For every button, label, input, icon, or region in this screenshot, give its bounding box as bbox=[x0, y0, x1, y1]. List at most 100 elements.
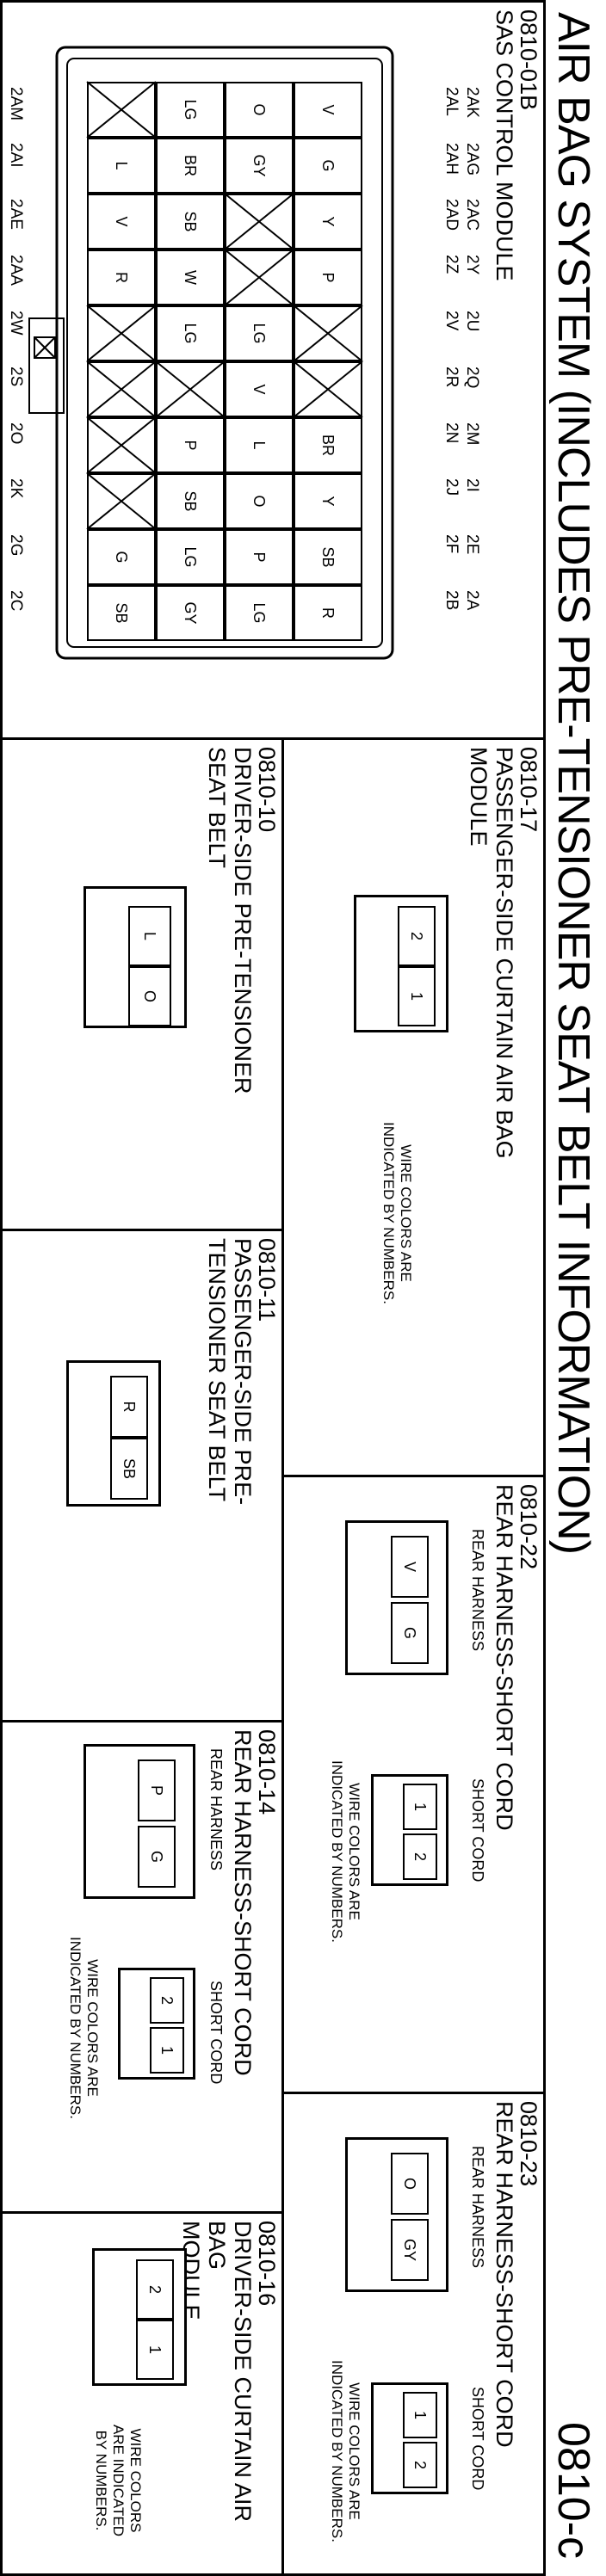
cavity-2: 1 bbox=[150, 2027, 184, 2074]
cavity-wire-color: P bbox=[156, 417, 225, 473]
cavity-wire-color: V bbox=[87, 194, 156, 250]
unused-cavity bbox=[86, 305, 157, 362]
connector-code: 0810-10 bbox=[254, 747, 280, 833]
cavity-wire-color: SB bbox=[294, 529, 362, 585]
pin-label: 2R bbox=[442, 367, 461, 388]
cavity-1: 2 bbox=[150, 1977, 184, 2024]
pin-label: 2N bbox=[442, 422, 461, 444]
pin-label: 2E bbox=[463, 534, 481, 555]
connector-face: R SB bbox=[66, 1360, 161, 1507]
connector-code: 0810-17 bbox=[516, 747, 541, 833]
pin-label: 2AL bbox=[442, 87, 461, 116]
pin-label: 2H bbox=[0, 534, 4, 556]
pin-label: 2AF bbox=[0, 199, 4, 229]
wire-note: WIRE COLORS ARE INDICATED BY NUMBERS. bbox=[329, 2360, 362, 2542]
rear-harness-label: REAR HARNESS bbox=[207, 1748, 225, 1871]
short-cord-label: SHORT CORD bbox=[469, 1778, 486, 1883]
pin-label: 2X bbox=[0, 311, 4, 331]
pin-label: 2O bbox=[7, 422, 25, 445]
unused-cavity bbox=[155, 361, 226, 418]
rear-harness-label: REAR HARNESS bbox=[469, 1529, 486, 1652]
pin-label: 2AI bbox=[7, 143, 25, 168]
cavity-1: 2 bbox=[136, 2259, 174, 2320]
cavity-wire-color: Y bbox=[294, 473, 362, 529]
short-cord-connector: 1 2 bbox=[371, 1774, 448, 1886]
pin-label: 2J bbox=[442, 478, 461, 496]
panel-0810-14: 0810-14 REAR HARNESS-SHORT CORD REAR HAR… bbox=[0, 1720, 284, 2214]
cavity-1: 1 bbox=[403, 1784, 437, 1830]
wire-note: WIRE COLORS ARE INDICATED BY NUMBERS. bbox=[93, 2424, 144, 2537]
connector-code: 0810-22 bbox=[516, 1484, 541, 1570]
cavity-2: O bbox=[128, 966, 171, 1026]
cavity-wire-color: O bbox=[225, 473, 294, 529]
unused-cavity bbox=[86, 361, 157, 418]
connector-face: 2 1 bbox=[92, 2248, 187, 2386]
rear-harness-connector: P G bbox=[83, 1744, 195, 1899]
pin-label: 2M bbox=[463, 422, 481, 446]
pin-label: 2L bbox=[0, 478, 4, 497]
short-cord-connector: 2 1 bbox=[118, 1968, 195, 2080]
pin-label: 2T bbox=[0, 367, 4, 386]
unused-cavity bbox=[86, 416, 157, 474]
cavity-wire-color: Y bbox=[294, 194, 362, 250]
wire-note: WIRE COLORS ARE INDICATED BY NUMBERS. bbox=[329, 1760, 362, 1943]
unused-cavity bbox=[293, 361, 363, 418]
cavity-wire-color: GY bbox=[225, 138, 294, 194]
cavity-wire-color: V bbox=[225, 361, 294, 417]
cavity-1: P bbox=[138, 1759, 176, 1821]
cavity-wire-color: L bbox=[225, 417, 294, 473]
pin-label: 2A bbox=[463, 590, 481, 611]
cavity-wire-color: SB bbox=[87, 585, 156, 641]
connector-name: REAR HARNESS-SHORT CORD bbox=[230, 1729, 256, 2076]
cavity-wire-color: SB bbox=[156, 473, 225, 529]
panel-0810-23: 0810-23 REAR HARNESS-SHORT CORD REAR HAR… bbox=[281, 2092, 546, 2576]
cavity-wire-color: G bbox=[87, 529, 156, 585]
pin-label: 2AE bbox=[7, 199, 25, 230]
cavity-wire-color: LG bbox=[225, 305, 294, 361]
rear-harness-connector: O GY bbox=[345, 2137, 448, 2292]
connector-name: PASSENGER-SIDE PRE- TENSIONER SEAT BELT bbox=[204, 1238, 256, 1506]
cavity-2: 1 bbox=[398, 966, 436, 1026]
connector-code: 0810-11 bbox=[254, 1238, 280, 1322]
pin-label: 2I bbox=[463, 478, 481, 492]
unused-cavity bbox=[224, 249, 294, 306]
cavity-2: GY bbox=[391, 2219, 429, 2281]
pin-label: 2Q bbox=[463, 367, 481, 389]
pin-label: 2P bbox=[0, 422, 4, 443]
pin-label: 2AB bbox=[0, 255, 4, 286]
cavity-wire-color: GY bbox=[156, 585, 225, 641]
connector-name: DRIVER-SIDE PRE-TENSIONER SEAT BELT bbox=[204, 747, 256, 1094]
unused-cavity bbox=[86, 472, 157, 530]
wire-note: WIRE COLORS ARE INDICATED BY NUMBERS. bbox=[67, 1937, 101, 2119]
cavity-wire-color: V bbox=[294, 82, 362, 138]
pin-label: 2S bbox=[7, 367, 25, 387]
pin-label: 2AN bbox=[0, 87, 4, 119]
cavity-2: G bbox=[391, 1602, 429, 1664]
cavity-1: V bbox=[391, 1536, 429, 1598]
rear-harness-label: REAR HARNESS bbox=[469, 2146, 486, 2269]
connector-code: 0810-14 bbox=[254, 1729, 280, 1815]
connector-name: REAR HARNESS-SHORT CORD bbox=[492, 2101, 517, 2448]
connector-face: 2 1 bbox=[354, 895, 448, 1032]
pin-label: 2AG bbox=[463, 143, 481, 176]
pin-label: 2AD bbox=[442, 199, 461, 231]
panel-0810-22: 0810-22 REAR HARNESS-SHORT CORD REAR HAR… bbox=[281, 1475, 546, 2094]
pin-label: 2D bbox=[0, 590, 4, 612]
connector-code: 0810-16 bbox=[254, 2221, 280, 2307]
unused-cavity bbox=[86, 81, 157, 139]
pin-label: 2C bbox=[7, 590, 25, 612]
pin-label: 2B bbox=[442, 590, 461, 611]
cavity-wire-color: R bbox=[294, 585, 362, 641]
cavity-wire-color: P bbox=[294, 250, 362, 305]
short-cord-label: SHORT CORD bbox=[469, 2387, 486, 2491]
cavity-wire-color: W bbox=[156, 250, 225, 305]
panel-0810-10: 0810-10 DRIVER-SIDE PRE-TENSIONER SEAT B… bbox=[0, 737, 284, 1231]
cavity-1: R bbox=[110, 1376, 148, 1438]
cavity-wire-color: L bbox=[87, 138, 156, 194]
cavity-2: 2 bbox=[403, 2442, 437, 2488]
cavity-1: 2 bbox=[398, 906, 436, 966]
page-code: 0810-c bbox=[548, 2422, 598, 2559]
cavity-wire-color: SB bbox=[156, 194, 225, 250]
